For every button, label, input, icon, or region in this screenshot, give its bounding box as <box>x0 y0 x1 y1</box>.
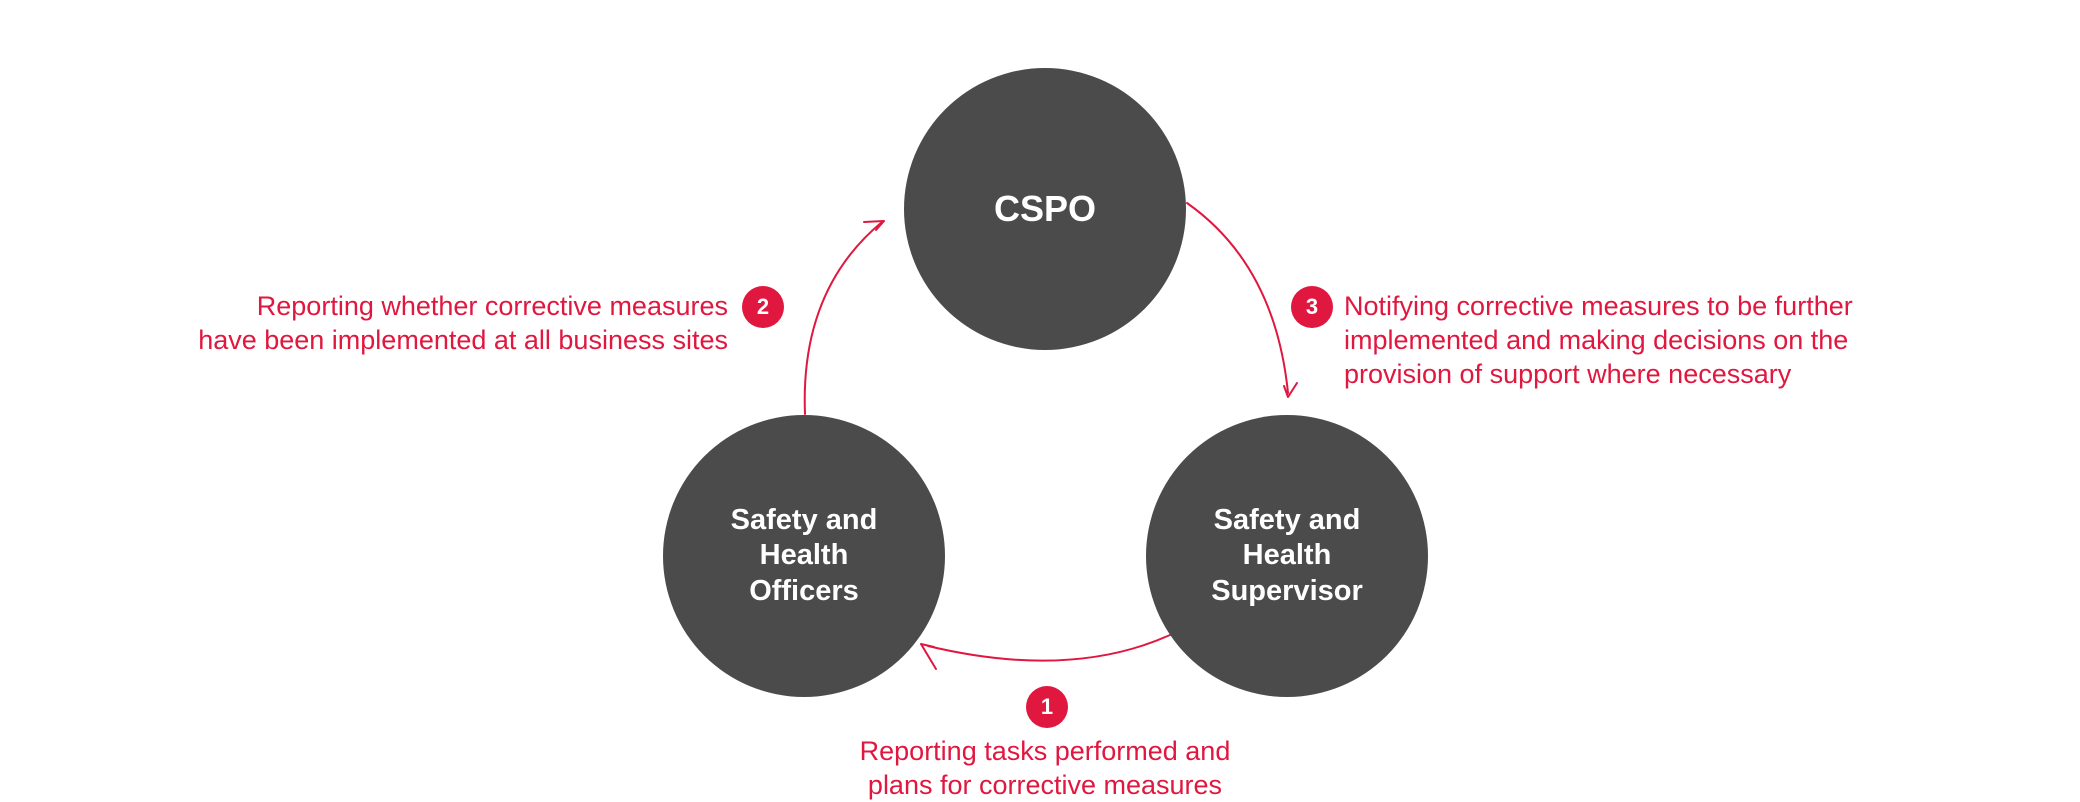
step-2-line-1: Reporting whether corrective measures <box>256 291 728 321</box>
arrowhead-supervisor-to-officers <box>920 643 937 670</box>
step-3-line-2: implemented and making decisions on the <box>1344 325 1849 355</box>
arrowhead-cspo-to-supervisor <box>1283 382 1298 398</box>
safety-health-supervisor-label: Safety and Health Supervisor <box>1211 503 1363 607</box>
step-1-number: 1 <box>1040 694 1054 719</box>
step-2-line-2: have been implemented at all business si… <box>198 325 728 355</box>
step-1-line-2: plans for corrective measures <box>867 770 1223 800</box>
cspo-label: CSPO <box>993 188 1097 230</box>
arrow-supervisor-to-officers <box>927 634 1171 662</box>
cspo-node: CSPO <box>904 68 1186 350</box>
step-1-badge: 1 <box>1026 686 1068 728</box>
safety-health-supervisor-node: Safety and Health Supervisor <box>1146 415 1428 697</box>
safety-health-officers-node: Safety and Health Officers <box>663 415 945 697</box>
step-3-line-1: Notifying corrective measures to be furt… <box>1344 291 1853 321</box>
step-1-description: Reporting tasks performed and plans for … <box>780 734 1310 802</box>
step-3-number: 3 <box>1305 294 1319 319</box>
step-2-badge: 2 <box>742 286 784 328</box>
step-1-line-1: Reporting tasks performed and <box>859 736 1231 766</box>
step-3-line-3: provision of support where necessary <box>1344 359 1792 389</box>
arrow-officers-to-cspo <box>803 221 883 415</box>
step-3-description: Notifying corrective measures to be furt… <box>1344 289 1984 391</box>
step-3-badge: 3 <box>1291 286 1333 328</box>
arrowhead-officers-to-cspo <box>863 220 885 231</box>
step-2-number: 2 <box>756 294 770 319</box>
step-2-description: Reporting whether corrective measures ha… <box>120 289 728 357</box>
safety-health-officers-label: Safety and Health Officers <box>730 503 878 607</box>
arrow-cspo-to-supervisor <box>1186 202 1289 394</box>
